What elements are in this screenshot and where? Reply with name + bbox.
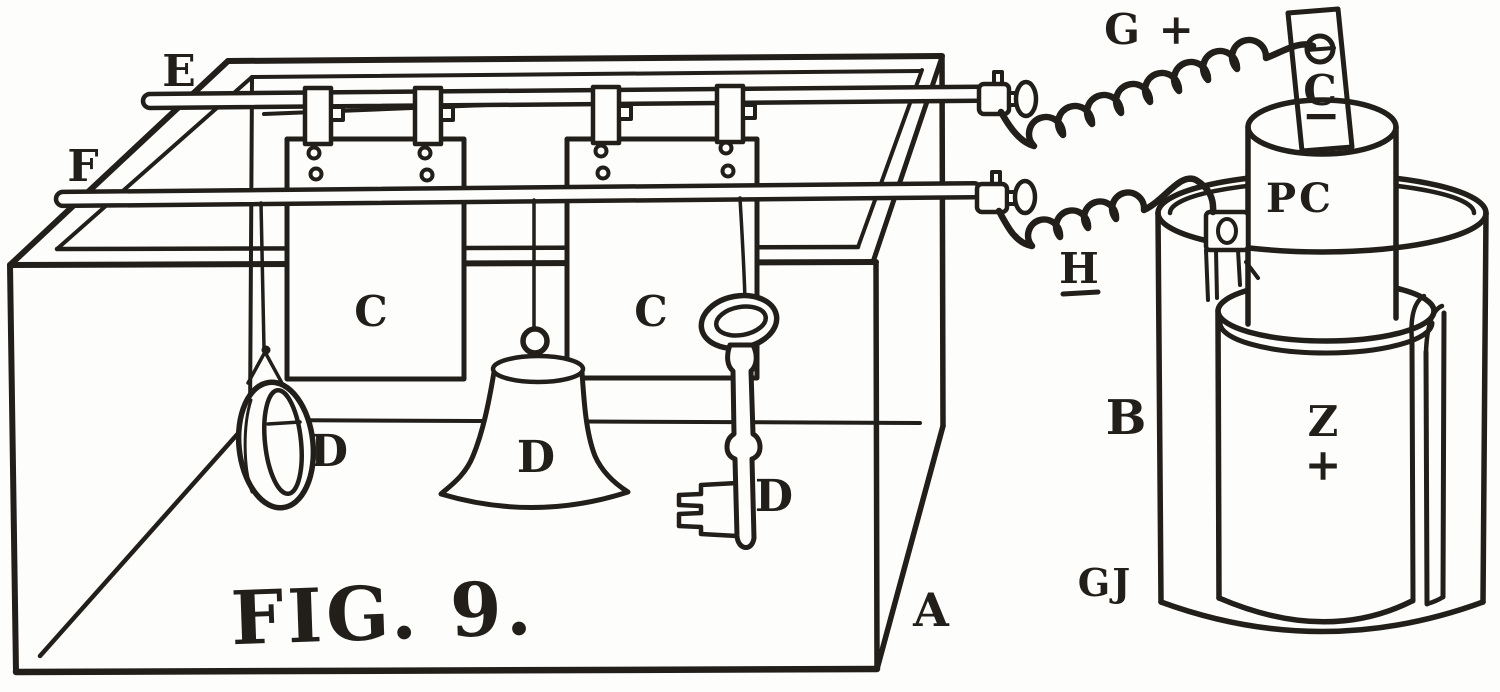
label-jar-bottom: GJ [1078,560,1132,605]
label-zinc: Z [1308,397,1339,446]
wire-negative-underline [1060,289,1101,297]
zinc-clamp [1203,209,1260,302]
label-anode-left: C [354,287,387,336]
carbon-electrode: C − [1285,6,1355,154]
label-wire-negative: H [1059,244,1099,293]
zinc-electrode: Z + [1215,293,1447,625]
carbon-minus-sign: − [1302,88,1341,142]
anode-rod [140,84,989,111]
zinc-plus-sign: + [1305,440,1342,491]
label-carbon: C [1303,66,1336,115]
label-tank: A [912,583,950,637]
plate-hanger-straps [302,83,757,147]
label-wire-positive: G + [1104,5,1196,54]
label-bell: D [517,432,555,483]
bell-object [438,326,631,510]
spiral-wire-negative [995,175,1217,250]
object-rod [53,180,984,209]
label-porous-cup: PC [1266,175,1334,222]
label-key: D [755,471,793,522]
porous-cup-rim [1245,97,1399,157]
figure-caption: FIG. 9. [229,566,536,663]
battery-cell: C − PC Z + B GJ [1078,6,1489,635]
label-rod-f: F [67,141,98,192]
binding-post-object-rod [974,170,1038,216]
glass-jar [1155,210,1489,635]
key-object [676,292,780,550]
anode-plate-left [284,136,467,382]
ring-object [235,379,317,511]
label-anode-right: C [634,287,667,336]
label-jar: B [1106,390,1147,446]
hanging-strings [246,196,747,387]
label-rod-e: E [162,46,196,97]
spiral-wire-positive [997,36,1317,150]
label-ring: D [310,426,348,477]
binding-post-anode-rod [976,70,1039,119]
porous-cup [1245,100,1399,327]
